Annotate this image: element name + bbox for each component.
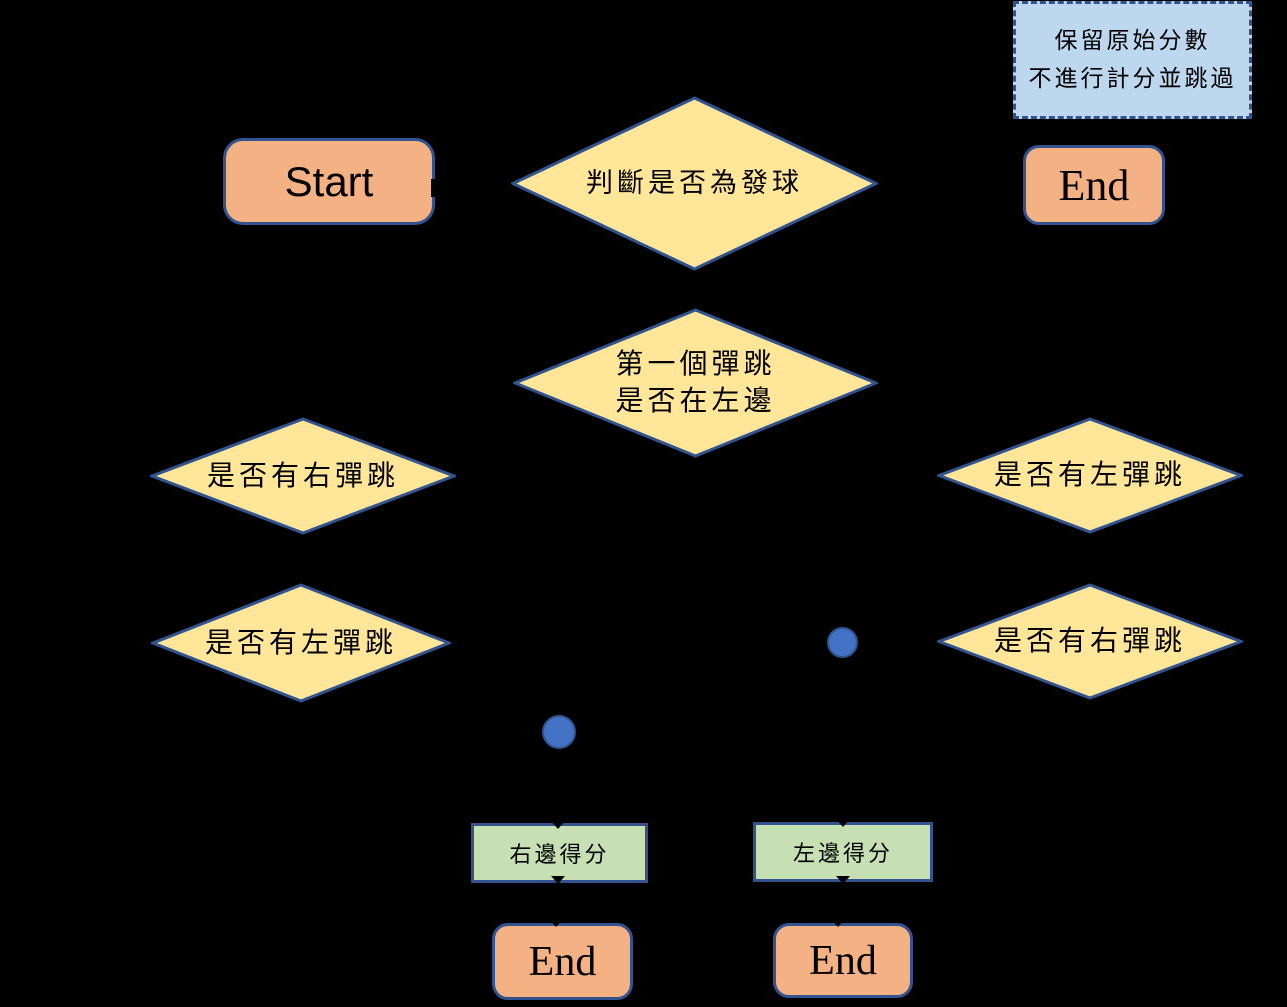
arrowhead-icon [998, 55, 1014, 73]
decision-left-bounce-right-col-node: 是否有左彈跳 [937, 417, 1243, 534]
connector-stub [431, 179, 436, 197]
start-node: Start [223, 138, 435, 225]
process-right-score-node: 右邊得分 [471, 823, 648, 883]
arrowhead-icon [836, 876, 850, 884]
arrowhead-icon [551, 821, 565, 829]
note-line-2: 不進行計分並跳過 [1028, 66, 1237, 91]
process-right-score-label: 右邊得分 [509, 842, 610, 867]
start-label: Start [284, 157, 374, 205]
process-left-score-node: 左邊得分 [753, 822, 933, 882]
decision-is-serve-label: 判斷是否為發球 [586, 168, 803, 198]
diamond-shape [511, 96, 878, 271]
arrowhead-icon [836, 819, 850, 827]
connector-dot-left [542, 715, 576, 749]
end-bottom-right-label: End [809, 937, 877, 984]
decision-left-bounce-right-col-label: 是否有左彈跳 [993, 460, 1186, 491]
arrowhead-icon [549, 919, 563, 927]
decision-is-serve-node: 判斷是否為發球 [511, 96, 878, 271]
diamond-shape [151, 583, 451, 703]
decision-right-bounce-left-col-node: 是否有右彈跳 [150, 417, 456, 535]
decision-first-bounce-label: 第一個彈跳 是否在左邊 [513, 308, 878, 458]
diamond-shape [937, 417, 1243, 534]
diamond-shape [937, 583, 1243, 700]
decision-first-bounce-line2: 是否在左邊 [615, 386, 776, 417]
end-top-node: End [1023, 145, 1165, 225]
decision-first-bounce-line1: 第一個彈跳 [615, 349, 776, 380]
decision-left-bounce-left-col-label: 是否有左彈跳 [204, 627, 397, 659]
arrowhead-icon [831, 919, 845, 927]
decision-right-bounce-right-col-node: 是否有右彈跳 [937, 583, 1243, 700]
decision-first-bounce-node: 第一個彈跳 是否在左邊 [513, 308, 878, 458]
arrowhead-icon [551, 876, 565, 884]
end-bottom-right-node: End [773, 923, 913, 998]
connector-dot-right [827, 627, 858, 658]
diamond-shape [513, 308, 878, 458]
decision-right-bounce-left-col-label: 是否有右彈跳 [206, 460, 399, 492]
diamond-shape [150, 417, 456, 535]
end-top-label: End [1058, 160, 1130, 210]
process-left-score-label: 左邊得分 [792, 841, 893, 866]
end-bottom-left-label: End [528, 938, 597, 985]
decision-left-bounce-left-col-node: 是否有左彈跳 [151, 583, 451, 703]
end-bottom-left-node: End [492, 923, 633, 1000]
note-line-1: 保留原始分數 [1054, 28, 1211, 53]
decision-right-bounce-right-col-label: 是否有右彈跳 [993, 626, 1186, 657]
note-keep-score-node: 保留原始分數 不進行計分並跳過 [1013, 1, 1252, 119]
